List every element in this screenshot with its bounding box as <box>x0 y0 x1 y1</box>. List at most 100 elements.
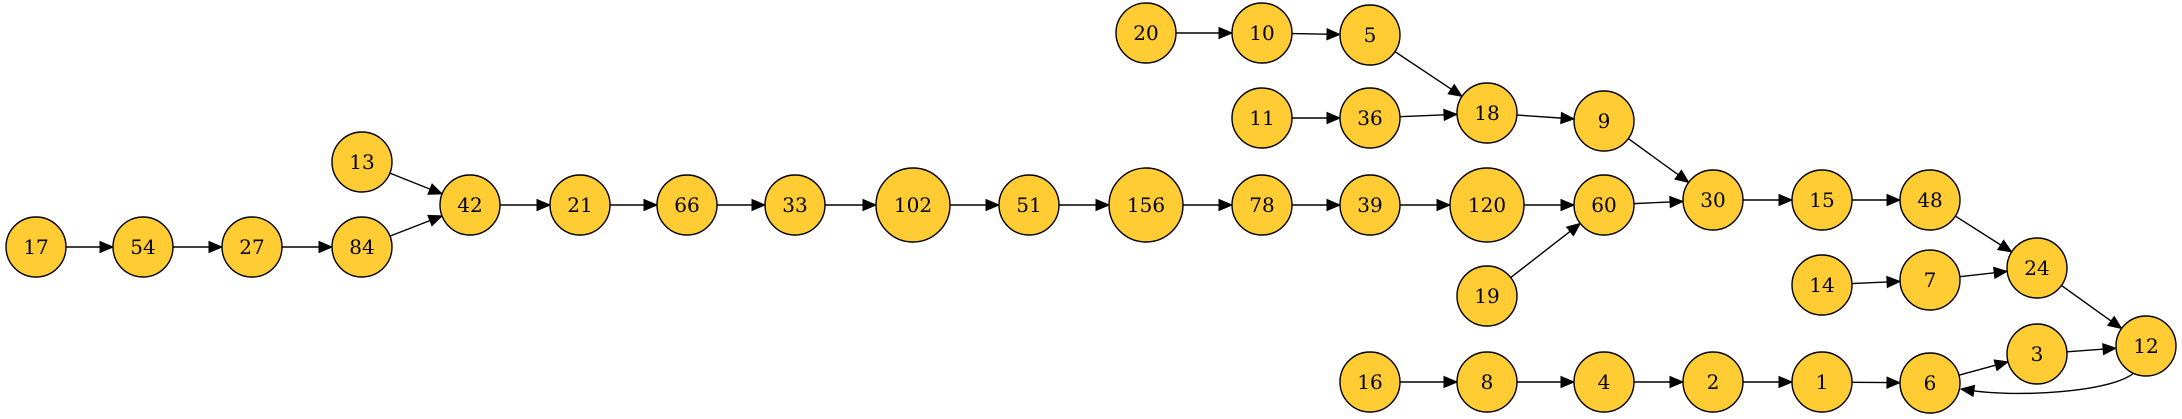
edge-39-to-120-arrowhead <box>1436 198 1452 212</box>
node-10-label: 10 <box>1249 21 1274 45</box>
node-33: 33 <box>764 174 826 236</box>
edge-54-to-27-arrowhead <box>208 240 224 254</box>
node-156-circle <box>1108 167 1184 243</box>
node-4: 4 <box>1573 351 1635 413</box>
node-7-label: 7 <box>1924 268 1937 292</box>
edge-1-to-6-arrowhead <box>1886 376 1902 389</box>
node-14: 14 <box>1791 254 1853 316</box>
node-17-circle <box>5 216 67 278</box>
node-11: 11 <box>1231 87 1293 149</box>
node-16-circle <box>1339 351 1401 413</box>
node-5: 5 <box>1339 4 1401 66</box>
edge-18-to-9-line <box>1516 114 1563 119</box>
node-18-circle <box>1456 82 1518 144</box>
node-42-label: 42 <box>457 193 482 217</box>
node-12-label: 12 <box>2133 334 2158 358</box>
node-15-label: 15 <box>1809 188 1834 212</box>
node-102-circle <box>875 167 951 243</box>
node-20-label: 20 <box>1133 21 1158 45</box>
edge-27-to-84 <box>282 240 334 254</box>
edge-19-to-60-line <box>1510 230 1572 279</box>
node-36-label: 36 <box>1357 106 1382 130</box>
edge-7-to-24 <box>1959 266 2009 280</box>
edge-102-to-51 <box>950 198 1001 212</box>
node-4-circle <box>1573 351 1635 413</box>
node-36-circle <box>1339 87 1401 149</box>
edge-84-to-42 <box>389 214 444 237</box>
edge-19-to-60-arrowhead <box>1565 222 1582 237</box>
edge-10-to-5 <box>1291 27 1342 41</box>
edges-layer <box>66 26 2135 398</box>
node-20-circle <box>1115 2 1177 64</box>
edge-15-to-48-arrowhead <box>1886 193 1902 207</box>
node-39: 39 <box>1339 174 1401 236</box>
edge-24-to-12 <box>2060 284 2123 330</box>
node-54: 54 <box>112 216 174 278</box>
edge-78-to-39-arrowhead <box>1326 198 1342 212</box>
node-19-circle <box>1456 265 1518 327</box>
node-10-circle <box>1231 2 1293 64</box>
node-8: 8 <box>1456 351 1518 413</box>
node-2-circle <box>1682 351 1744 413</box>
node-6: 6 <box>1899 352 1961 414</box>
node-3: 3 <box>2006 323 2068 385</box>
node-36: 36 <box>1339 87 1401 149</box>
node-120-label: 120 <box>1468 193 1506 217</box>
node-66: 66 <box>656 174 718 236</box>
node-24: 24 <box>2006 237 2068 299</box>
node-39-circle <box>1339 174 1401 236</box>
node-60: 60 <box>1573 174 1635 236</box>
edge-14-to-7-line <box>1851 281 1889 285</box>
node-18: 18 <box>1456 82 1518 144</box>
node-12-circle <box>2115 315 2177 377</box>
node-84-label: 84 <box>349 235 374 259</box>
node-102-label: 102 <box>894 193 932 217</box>
node-13: 13 <box>331 131 393 193</box>
node-33-label: 33 <box>782 193 807 217</box>
node-1: 1 <box>1791 351 1853 413</box>
node-1-circle <box>1791 351 1853 413</box>
node-19-label: 19 <box>1474 284 1499 308</box>
edge-13-to-42-arrowhead <box>427 183 444 195</box>
node-1-label: 1 <box>1816 370 1829 394</box>
node-48-label: 48 <box>1917 188 1942 212</box>
edge-36-to-18-arrowhead <box>1443 108 1459 122</box>
edge-60-to-30-arrowhead <box>1669 195 1685 209</box>
edge-60-to-30-line <box>1633 201 1672 205</box>
edge-9-to-30 <box>1627 138 1690 184</box>
edge-17-to-54-arrowhead <box>99 240 115 254</box>
node-7: 7 <box>1899 249 1961 311</box>
edge-17-to-54 <box>66 240 115 254</box>
edge-12-to-6 <box>1959 372 2135 398</box>
edge-5-to-18-arrowhead <box>1447 83 1464 98</box>
edge-102-to-51-arrowhead <box>985 198 1001 212</box>
node-7-circle <box>1899 249 1961 311</box>
node-20: 20 <box>1115 2 1177 64</box>
node-5-circle <box>1339 4 1401 66</box>
edge-5-to-18-line <box>1394 51 1453 91</box>
node-2: 2 <box>1682 351 1744 413</box>
node-156: 156 <box>1108 167 1184 243</box>
edge-9-to-30-line <box>1627 138 1680 176</box>
node-78: 78 <box>1231 174 1293 236</box>
edge-3-to-12-arrowhead <box>2102 342 2118 356</box>
edge-30-to-15 <box>1743 193 1794 207</box>
edge-156-to-78-arrowhead <box>1218 198 1234 212</box>
edge-21-to-66 <box>610 198 659 212</box>
edge-18-to-9-arrowhead <box>1560 111 1576 125</box>
edge-12-to-6-arrowhead <box>1959 384 1976 398</box>
edge-60-to-30 <box>1633 195 1685 209</box>
edge-6-to-3-arrowhead <box>1993 359 2010 372</box>
node-4-label: 4 <box>1598 370 1611 394</box>
node-13-circle <box>331 131 393 193</box>
node-48: 48 <box>1899 169 1961 231</box>
edge-4-to-2-arrowhead <box>1669 375 1685 389</box>
node-27-circle <box>221 216 283 278</box>
node-24-circle <box>2006 237 2068 299</box>
node-156-label: 156 <box>1127 193 1165 217</box>
node-60-label: 60 <box>1591 193 1616 217</box>
node-5-label: 5 <box>1364 23 1377 47</box>
node-102: 102 <box>875 167 951 243</box>
node-10: 10 <box>1231 2 1293 64</box>
